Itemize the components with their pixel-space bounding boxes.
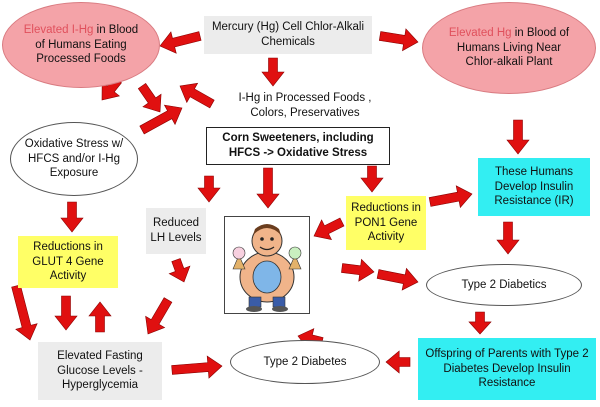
arrow-hg-to-elevated-hg (378, 28, 419, 52)
arrow-glut4-to-glucose (54, 295, 78, 331)
elevated-ihg-rest: in Blood of Humans Eating Processed Food… (35, 23, 139, 66)
type2-diabetics-label: Type 2 Diabetics (461, 278, 547, 291)
elevated-hg-near-plant-node: Elevated Hg in Blood of Humans Living Ne… (422, 2, 596, 94)
arrow-lh-to-glucose-a (168, 258, 191, 283)
arrow-corn-to-person (256, 167, 280, 209)
arrow-type2-to-offspring (468, 311, 492, 335)
elevated-hg-rest: in Blood of Humans Living Near Chlor-alk… (456, 26, 570, 69)
offspring-label: Offspring of Parents with Type 2 Diabete… (425, 347, 589, 390)
mercury-cell-node: Mercury (Hg) Cell Chlor-Alkali Chemicals (204, 16, 372, 54)
arrow-insulin-to-type2 (496, 221, 520, 255)
offspring-node: Offspring of Parents with Type 2 Diabete… (418, 338, 596, 400)
insulin-resistance-label: These Humans Develop Insulin Resistance … (494, 165, 574, 208)
type2-diabetics-node: Type 2 Diabetics (426, 264, 582, 306)
overweight-person-illustration (224, 216, 310, 314)
arrow-foods-to-lh (197, 175, 221, 203)
type2-diabetes-node: Type 2 Diabetes (230, 340, 380, 384)
arrow-hg-to-elevated-ihg (159, 31, 202, 54)
elevated-ihg-highlight: Elevated I-Hg (23, 23, 94, 36)
oxidative-stress-label: Oxidative Stress w/ HFCS and/or I-Hg Exp… (24, 137, 124, 180)
ihg-processed-foods-label: I-Hg in Processed Foods , Colors, Preser… (238, 92, 372, 119)
arrow-glucose-to-glut4 (88, 301, 112, 333)
corn-sweeteners-label: Corn Sweeteners, including HFCS -> Oxida… (222, 132, 374, 159)
reduced-lh-label: Reduced LH Levels (150, 217, 202, 244)
arrow-oxidative-to-glucose (11, 284, 38, 341)
ihg-processed-foods-node: I-Hg in Processed Foods , Colors, Preser… (220, 90, 390, 122)
arrow-offspring-to-type2 (385, 350, 411, 374)
arrow-elevated-ihg-to-reduced-lh (137, 83, 162, 113)
reductions-glut4-label: Reductions in GLUT 4 Gene Activity (32, 240, 104, 283)
arrow-oxidative-to-glut4 (60, 201, 84, 233)
mercury-cell-label: Mercury (Hg) Cell Chlor-Alkali Chemicals (211, 21, 365, 48)
insulin-resistance-node: These Humans Develop Insulin Resistance … (478, 158, 590, 216)
arrow-hg-to-ihg-foods (261, 57, 285, 87)
elevated-fasting-glucose-node: Elevated Fasting Glucose Levels - Hyperg… (38, 342, 162, 400)
arrow-person-to-type2 (341, 258, 375, 282)
reduced-lh-node: Reduced LH Levels (146, 208, 206, 254)
arrow-person-to-type2b (376, 267, 419, 291)
reductions-pon1-label: Reductions in PON1 Gene Activity (351, 201, 421, 244)
type2-diabetes-label: Type 2 Diabetes (263, 355, 347, 368)
arrow-pon1-to-person (313, 217, 345, 240)
reductions-glut4-node: Reductions in GLUT 4 Gene Activity (18, 236, 118, 288)
elevated-fasting-glucose-label: Elevated Fasting Glucose Levels - Hyperg… (57, 349, 143, 392)
corn-sweeteners-node: Corn Sweeteners, including HFCS -> Oxida… (206, 127, 390, 165)
arrow-elevated-hg-to-insulin (506, 119, 530, 155)
elevated-ihg-blood-node: Elevated I-Hg in Blood of Humans Eating … (2, 2, 160, 88)
oxidative-stress-node: Oxidative Stress w/ HFCS and/or I-Hg Exp… (10, 122, 138, 196)
arrow-pon1-to-insulin (428, 185, 473, 209)
arrow-corn-to-pon1 (360, 165, 384, 193)
arrow-lh-to-glucose-b (145, 297, 173, 335)
elevated-hg-highlight: Elevated Hg (448, 26, 512, 39)
reductions-pon1-node: Reductions in PON1 Gene Activity (346, 196, 426, 250)
arrow-glucose-to-type2 (171, 355, 223, 379)
arrow-oxidative-to-ihg-foods (139, 104, 183, 135)
overweight-person-icon (232, 224, 302, 312)
arrow-ihg-foods-to-elevated-ihg (179, 82, 215, 109)
